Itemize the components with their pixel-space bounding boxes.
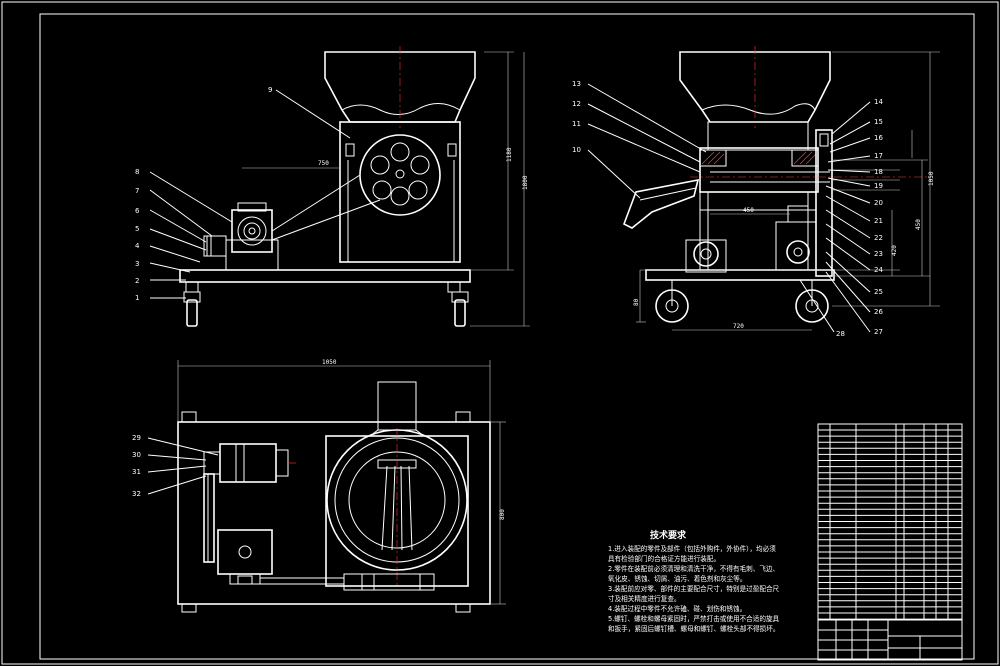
part-number-3: 3 <box>135 260 139 268</box>
part-number-1: 1 <box>135 294 139 302</box>
part-number-25: 25 <box>874 288 883 296</box>
dim-side-vertical-b: 450 <box>915 219 922 230</box>
part-number-19: 19 <box>874 182 883 190</box>
part-number-15: 15 <box>874 118 883 126</box>
part-number-4: 4 <box>135 242 140 250</box>
top-view: 1050 800 <box>147 359 506 613</box>
part-number-17: 17 <box>874 152 883 160</box>
part-number-23: 23 <box>874 250 883 258</box>
part-number-22: 22 <box>874 234 883 242</box>
tech-req-line: 2.零件在装配前必须清理和清洗干净，不得有毛刺、飞边、 <box>608 564 779 573</box>
part-number-27: 27 <box>874 328 883 336</box>
dim-front-vert-outer: 1800 <box>522 175 529 190</box>
part-number-12: 12 <box>572 100 581 108</box>
tech-req-line: 5.螺钉、螺栓和螺母紧固时，严禁打击或使用不合适的旋具 <box>608 614 780 623</box>
part-number-5: 5 <box>135 225 139 233</box>
front-view: 1180 1800 750 <box>149 46 530 327</box>
part-number-7: 7 <box>135 187 139 195</box>
part-number-11: 11 <box>572 120 581 128</box>
part-number-26: 26 <box>874 308 883 316</box>
part-number-21: 21 <box>874 217 883 225</box>
tech-req-title: 技术要求 <box>650 529 687 541</box>
dim-top-horizontal: 1050 <box>322 359 337 366</box>
dim-front-horizontal: 750 <box>318 160 329 167</box>
dim-side-horizontal-lower: 720 <box>733 323 744 330</box>
part-number-13: 13 <box>572 80 581 88</box>
tech-req-line: 和扳手，紧固后螺钉槽、螺母和螺钉、螺栓头部不得损坏。 <box>608 624 779 633</box>
part-number-32: 32 <box>132 490 141 498</box>
dim-side-vertical-small: 80 <box>633 298 640 306</box>
tech-req-line: 1.进入装配的零件及部件（包括外购件，外协件），均必须 <box>608 544 776 553</box>
part-number-16: 16 <box>874 134 883 142</box>
tech-req-line: 氧化皮、锈蚀、切屑、油污、着色剂和灰尘等。 <box>608 574 746 583</box>
part-number-9: 9 <box>268 86 272 94</box>
inner-frame <box>39 13 975 660</box>
title-block <box>817 619 963 661</box>
part-number-31: 31 <box>132 468 141 476</box>
part-number-2: 2 <box>135 277 139 285</box>
part-number-30: 30 <box>132 451 141 459</box>
dim-front-vert-inner: 1180 <box>506 147 513 162</box>
part-number-24: 24 <box>874 266 883 274</box>
part-number-20: 20 <box>874 199 883 207</box>
tech-req-line: 4.装配过程中零件不允许磕、碰、划伤和锈蚀。 <box>608 604 746 613</box>
part-number-18: 18 <box>874 168 883 176</box>
dim-top-vertical: 800 <box>499 509 506 520</box>
part-number-29: 29 <box>132 434 141 442</box>
part-number-8: 8 <box>135 168 139 176</box>
part-number-28: 28 <box>836 330 845 338</box>
technical-requirements: 技术要求 1.进入装配的零件及部件（包括外购件，外协件），均必须 具有检验部门的… <box>608 529 780 633</box>
part-number-6: 6 <box>135 207 140 215</box>
tech-req-line: 具有检验部门的合格证方能进行装配。 <box>608 554 720 563</box>
dim-side-vertical-a: 1050 <box>928 171 935 186</box>
tech-req-line: 3.装配前应对零、部件的主要配合尺寸，特别是过盈配合尺 <box>608 584 780 593</box>
tech-req-line: 寸及相关精度进行复查。 <box>608 594 681 603</box>
part-number-10: 10 <box>572 146 581 154</box>
parts-list-rows <box>818 429 962 620</box>
dim-side-vertical-c: 420 <box>891 245 898 256</box>
side-view: 450 720 1050 450 420 80 <box>587 46 940 333</box>
dim-side-horizontal-upper: 450 <box>743 207 754 214</box>
part-number-14: 14 <box>874 98 883 106</box>
